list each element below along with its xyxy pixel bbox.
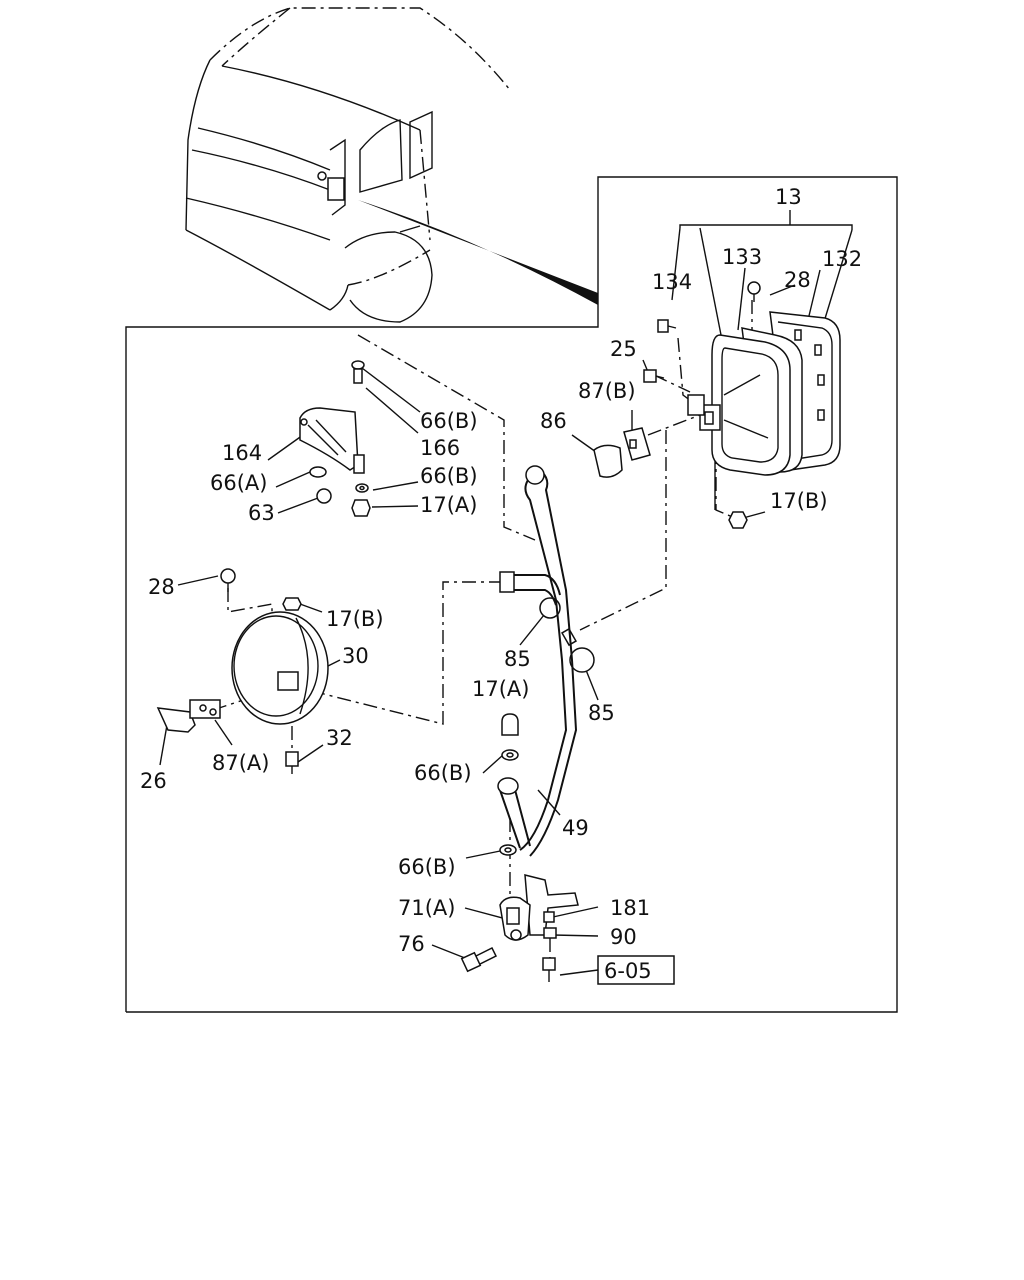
label-166: 166 bbox=[420, 436, 460, 460]
label-49: 49 bbox=[562, 816, 589, 840]
label-85-right: 85 bbox=[588, 701, 615, 725]
round-mirror bbox=[231, 611, 329, 725]
label-13: 13 bbox=[775, 185, 802, 209]
pointer-wedge bbox=[358, 200, 598, 305]
label-32: 32 bbox=[326, 726, 353, 750]
label-66a: 66(A) bbox=[210, 471, 267, 495]
reference-6-05[interactable]: 6-05 bbox=[604, 959, 652, 983]
label-17a-top: 17(A) bbox=[420, 493, 477, 517]
label-132: 132 bbox=[822, 247, 862, 271]
label-90: 90 bbox=[610, 925, 637, 949]
mirror-stay bbox=[497, 465, 578, 857]
label-28-top: 28 bbox=[784, 268, 811, 292]
label-30: 30 bbox=[342, 644, 369, 668]
label-26: 26 bbox=[140, 769, 167, 793]
label-85-left: 85 bbox=[504, 647, 531, 671]
label-66b-lower: 66(B) bbox=[414, 761, 472, 785]
label-87b: 87(B) bbox=[578, 379, 636, 403]
label-25: 25 bbox=[610, 337, 637, 361]
label-17b-left: 17(B) bbox=[326, 607, 384, 631]
label-66b-top: 66(B) bbox=[420, 409, 478, 433]
inset-frame bbox=[125, 176, 898, 1013]
label-87a: 87(A) bbox=[212, 751, 269, 775]
large-mirror-assembly bbox=[687, 311, 841, 476]
label-71a: 71(A) bbox=[398, 896, 455, 920]
label-133: 133 bbox=[722, 245, 762, 269]
label-17a-mid: 17(A) bbox=[472, 677, 529, 701]
label-181: 181 bbox=[610, 896, 650, 920]
label-28-left: 28 bbox=[148, 575, 175, 599]
label-86: 86 bbox=[540, 409, 567, 433]
label-164: 164 bbox=[222, 441, 262, 465]
label-17b-right: 17(B) bbox=[770, 489, 828, 513]
label-76: 76 bbox=[398, 932, 425, 956]
part-labels: 13 133 132 134 28 25 87(B) 86 17(B) 66(B… bbox=[140, 185, 862, 983]
truck-cab-sketch bbox=[185, 7, 511, 323]
label-66b-mid: 66(B) bbox=[420, 464, 478, 488]
label-134: 134 bbox=[652, 270, 692, 294]
label-66b-bottom: 66(B) bbox=[398, 855, 456, 879]
label-63: 63 bbox=[248, 501, 275, 525]
base-bracket bbox=[460, 874, 675, 985]
small-parts bbox=[156, 281, 761, 856]
